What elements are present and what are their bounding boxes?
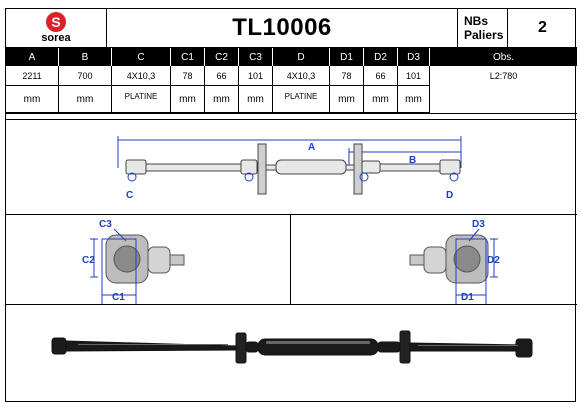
value-obs: L2:780: [489, 71, 518, 81]
unit-d3: mm: [398, 86, 430, 113]
label-d2: D2: [487, 255, 500, 266]
label-d3: D3: [472, 219, 485, 230]
col-header-obs: Obs.: [430, 48, 577, 66]
label-a: A: [308, 142, 315, 153]
nb-paliers-label: NBs Paliers: [458, 9, 508, 48]
unit-d2: mm: [364, 86, 398, 113]
svg-text:S: S: [51, 14, 60, 30]
value-c2: 66: [205, 66, 239, 86]
col-header-a: A: [6, 48, 59, 66]
flange-d-panel: D3 D2 D1: [291, 215, 577, 306]
table-bottom-rule: [6, 113, 577, 114]
label-b: B: [409, 155, 416, 166]
col-header-c: C: [112, 48, 171, 66]
driveshaft-dimension-drawing: A B C D: [117, 136, 462, 201]
driveshaft-photo: [51, 330, 533, 364]
page-title: TL10006: [107, 9, 458, 48]
value-d3: 101: [398, 66, 430, 86]
dimension-diagram-panel: A B C D: [6, 119, 577, 215]
col-header-d1: D1: [330, 48, 364, 66]
unit-c2: mm: [205, 86, 239, 113]
label-c1: C1: [112, 292, 125, 303]
driveshaft-photo-panel: [6, 305, 577, 403]
unit-c1: mm: [171, 86, 205, 113]
flange-c-panel: C3 C2 C1: [6, 215, 291, 306]
unit-c: PLATINE: [112, 86, 171, 113]
label-c2: C2: [82, 255, 95, 266]
col-header-d3: D3: [398, 48, 430, 66]
nb-paliers-label-line1: NBs: [464, 14, 489, 28]
col-header-c1: C1: [171, 48, 205, 66]
col-header-d2: D2: [364, 48, 398, 66]
product-sheet: S sorea TL10006 NBs Paliers 2 A B C C1 C…: [5, 8, 577, 403]
label-c: C: [126, 190, 133, 201]
nb-paliers-value: 2: [508, 9, 577, 48]
label-d1: D1: [461, 292, 474, 303]
label-d: D: [446, 190, 453, 201]
unit-a: mm: [6, 86, 59, 113]
value-d2: 66: [364, 66, 398, 86]
col-header-d: D: [273, 48, 330, 66]
flange-d-drawing: D3 D2 D1: [409, 219, 500, 306]
value-d1: 78: [330, 66, 364, 86]
value-c1: 78: [171, 66, 205, 86]
value-b: 700: [59, 66, 112, 86]
value-c3: 101: [239, 66, 273, 86]
unit-b: mm: [59, 86, 112, 113]
nb-paliers-label-line2: Paliers: [464, 28, 504, 42]
logo-area: S sorea: [6, 9, 107, 48]
unit-d: PLATINE: [273, 86, 330, 113]
unit-obs: [430, 86, 577, 113]
value-a: 2211: [6, 66, 59, 86]
value-d: 4X10,3: [273, 66, 330, 86]
unit-c3: mm: [239, 86, 273, 113]
unit-d1: mm: [330, 86, 364, 113]
sorea-logo-icon: S sorea: [41, 12, 72, 44]
col-header-c2: C2: [205, 48, 239, 66]
col-header-c3: C3: [239, 48, 273, 66]
logo-brand: sorea: [41, 32, 71, 44]
flange-c-drawing: C3 C2 C1: [82, 219, 185, 306]
value-c: 4X10,3: [112, 66, 171, 86]
label-c3: C3: [99, 219, 112, 230]
col-header-b: B: [59, 48, 112, 66]
